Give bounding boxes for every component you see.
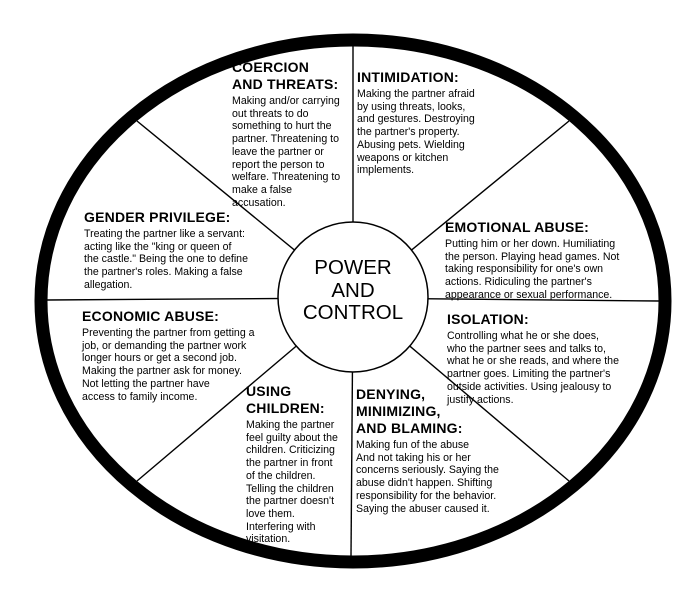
center-circle [277,221,429,373]
sector-emotional-abuse: EMOTIONAL ABUSE: Putting him or her down… [445,219,650,302]
sector-title-emotional-abuse: EMOTIONAL ABUSE: [445,219,589,235]
sector-title-intimidation: INTIMIDATION: [357,69,459,85]
center-label: POWER AND CONTROL [302,256,404,324]
sector-body-gender-privilege: Treating the partner like a servant: act… [84,228,248,291]
sector-coercion-and-threats: COERCION AND THREATS: Making and/or carr… [232,59,367,209]
sector-body-denying-minimizing-and-blaming: Making fun of the abuse And not taking h… [356,439,499,515]
sector-isolation: ISOLATION: Controlling what he or she do… [447,311,645,406]
sector-using-children: USING CHILDREN: Making the partner feel … [246,383,371,546]
sector-intimidation: INTIMIDATION: Making the partner afraid … [357,69,502,177]
sector-title-economic-abuse: ECONOMIC ABUSE: [82,308,220,324]
sector-title-denying-minimizing-and-blaming: DENYING, MINIMIZING, AND BLAMING: [356,386,463,436]
sector-title-coercion-and-threats: COERCION AND THREATS: [232,59,339,92]
sector-title-isolation: ISOLATION: [447,311,529,327]
sector-body-economic-abuse: Preventing the partner from getting a jo… [82,327,255,403]
sector-body-isolation: Controlling what he or she does, who the… [447,330,619,406]
sector-body-using-children: Making the partner feel guilty about the… [246,419,338,546]
sector-title-using-children: USING CHILDREN: [246,383,325,416]
sector-gender-privilege: GENDER PRIVILEGE: Treating the partner l… [84,209,289,292]
sector-title-gender-privilege: GENDER PRIVILEGE: [84,209,231,225]
sector-body-intimidation: Making the partner afraid by using threa… [357,88,475,177]
sector-economic-abuse: ECONOMIC ABUSE: Preventing the partner f… [82,308,292,403]
sector-denying-minimizing-and-blaming: DENYING, MINIMIZING, AND BLAMING: Making… [356,386,541,515]
sector-body-emotional-abuse: Putting him or her down. Humiliating the… [445,238,620,301]
sector-body-coercion-and-threats: Making and/or carrying out threats to do… [232,95,341,209]
